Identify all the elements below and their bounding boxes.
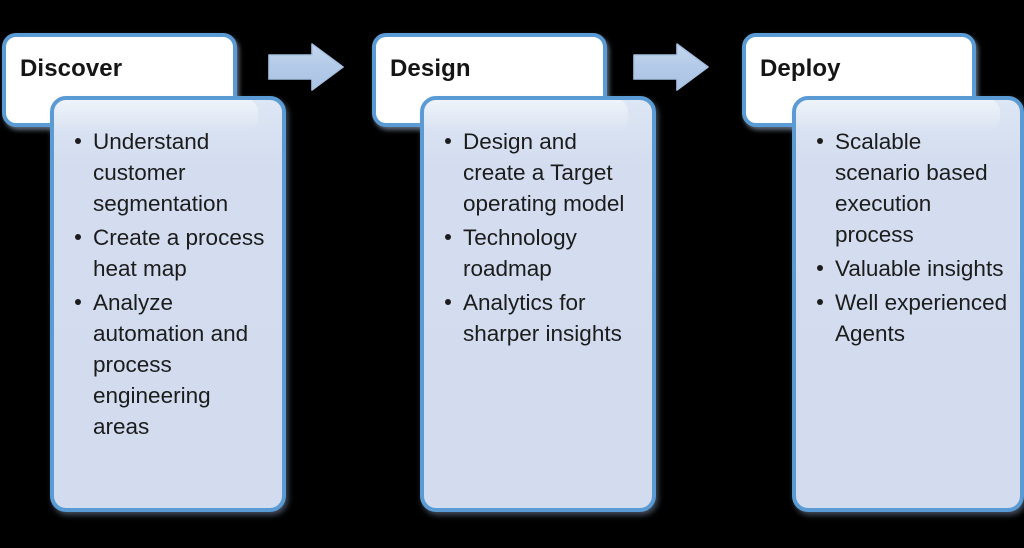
bullet-list-deploy: Scalable scenario based execution proces… bbox=[796, 100, 1020, 349]
bullet-text: Valuable insights bbox=[835, 256, 1004, 281]
list-item: Analytics for sharper insights bbox=[444, 287, 642, 349]
bullet-text: Understand customer segmentation bbox=[93, 129, 229, 216]
phase-body-card-design[interactable]: Design and create a Target operating mod… bbox=[420, 96, 656, 512]
bullet-text: Analyze automation and process engineeri… bbox=[93, 290, 249, 439]
phase-title-deploy: Deploy bbox=[760, 55, 841, 82]
phase-title-discover: Discover bbox=[20, 55, 123, 82]
phase-group-discover: Discover Understand customer segmentatio… bbox=[0, 0, 340, 548]
bullet-list-design: Design and create a Target operating mod… bbox=[424, 100, 652, 349]
list-item: Analyze automation and process engineeri… bbox=[74, 287, 272, 442]
bullet-text: Analytics for sharper insights bbox=[463, 290, 622, 346]
phase-body-card-deploy[interactable]: Scalable scenario based execution proces… bbox=[792, 96, 1024, 512]
phase-group-design: Design Design and create a Target operat… bbox=[370, 0, 710, 548]
bullet-dot-icon bbox=[445, 234, 451, 240]
list-item: Design and create a Target operating mod… bbox=[444, 126, 642, 219]
bullet-text: Scalable scenario based execution proces… bbox=[835, 129, 988, 247]
phase-body-card-discover[interactable]: Understand customer segmentation Create … bbox=[50, 96, 286, 512]
bullet-dot-icon bbox=[445, 138, 451, 144]
bullet-dot-icon bbox=[817, 265, 823, 271]
bullet-text: Design and create a Target operating mod… bbox=[463, 129, 625, 216]
list-item: Technology roadmap bbox=[444, 222, 642, 284]
list-item: Create a process heat map bbox=[74, 222, 272, 284]
bullet-dot-icon bbox=[75, 234, 81, 240]
bullet-dot-icon bbox=[445, 299, 451, 305]
bullet-dot-icon bbox=[817, 299, 823, 305]
bullet-text: Create a process heat map bbox=[93, 225, 265, 281]
bullet-dot-icon bbox=[75, 299, 81, 305]
bullet-list-discover: Understand customer segmentation Create … bbox=[54, 100, 282, 442]
phase-title-design: Design bbox=[390, 55, 471, 82]
bullet-text: Technology roadmap bbox=[463, 225, 577, 281]
arrow-discover-to-design-icon bbox=[268, 42, 344, 92]
list-item: Understand customer segmentation bbox=[74, 126, 272, 219]
bullet-dot-icon bbox=[75, 138, 81, 144]
bullet-dot-icon bbox=[817, 138, 823, 144]
list-item: Scalable scenario based execution proces… bbox=[816, 126, 1010, 250]
bullet-text: Well experienced Agents bbox=[835, 290, 1008, 346]
arrow-design-to-deploy-icon bbox=[633, 42, 709, 92]
list-item: Well experienced Agents bbox=[816, 287, 1010, 349]
list-item: Valuable insights bbox=[816, 253, 1010, 284]
phase-group-deploy: Deploy Scalable scenario based execution… bbox=[738, 0, 1024, 548]
